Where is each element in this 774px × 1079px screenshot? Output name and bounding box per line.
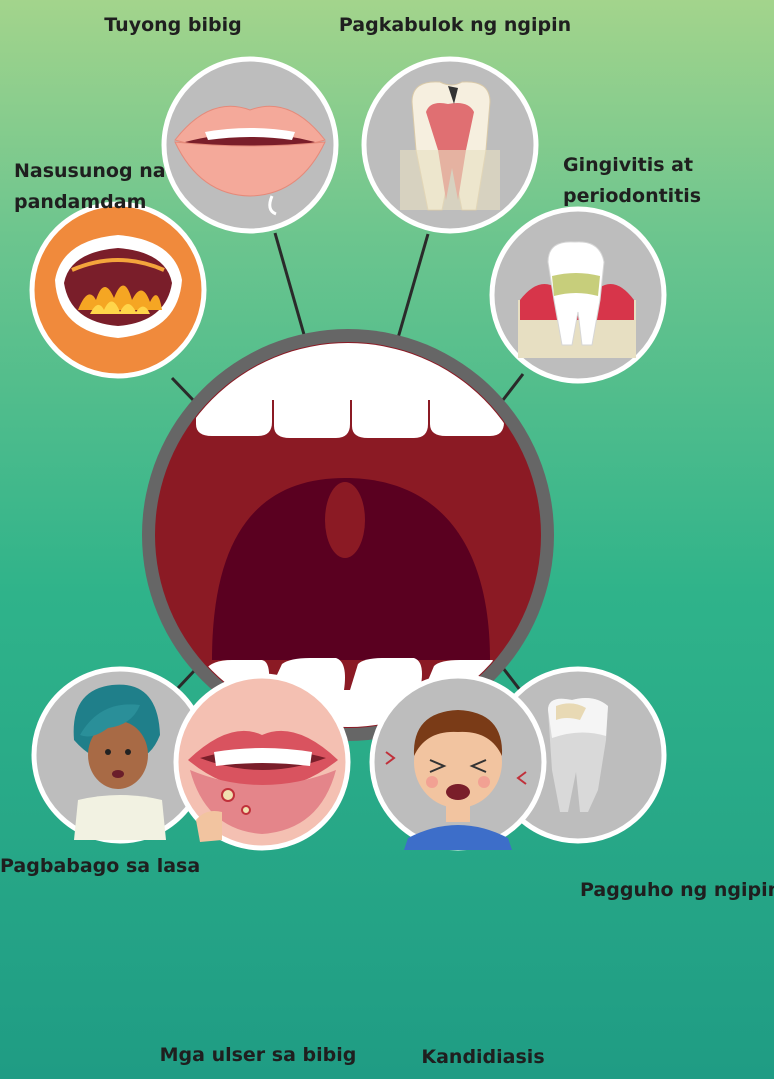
label-gingivitis-line1: Gingivitis at [563,150,701,181]
connector-tooth-decay [398,234,428,338]
label-dry-mouth: Tuyong bibig [104,10,241,40]
mouth-ulcers-illustration [176,676,348,848]
connector-breakage [503,668,520,690]
label-mouth-ulcers: Mga ulser sa bibig [160,1040,357,1070]
label-burning-line1: Nasusunog na [14,156,166,187]
label-burning-sensation: Nasusunog na pandamdam [14,156,166,218]
connector-gingivitis [503,374,523,400]
candidiasis-illustration [372,676,544,850]
connector-dry-mouth [275,233,305,338]
connector-taste [178,670,195,688]
tooth-decay-illustration [364,59,536,231]
label-gingivitis-line2: periodontitis [563,181,701,212]
label-burning-line2: pandamdam [14,187,166,218]
label-taste-change: Pagbabago sa lasa [0,851,200,881]
uvula [325,482,365,558]
burning-illustration [32,204,204,376]
label-tooth-breakage: Pagguho ng ngipin [580,875,774,905]
connector-burning [172,378,195,402]
upper-teeth [140,330,560,438]
label-candidiasis: Kandidiasis [421,1042,544,1072]
gingivitis-illustration [492,209,664,381]
dry-mouth-illustration [164,59,336,231]
label-tooth-decay: Pagkabulok ng ngipin [339,10,571,40]
label-gingivitis: Gingivitis at periodontitis [563,150,701,212]
